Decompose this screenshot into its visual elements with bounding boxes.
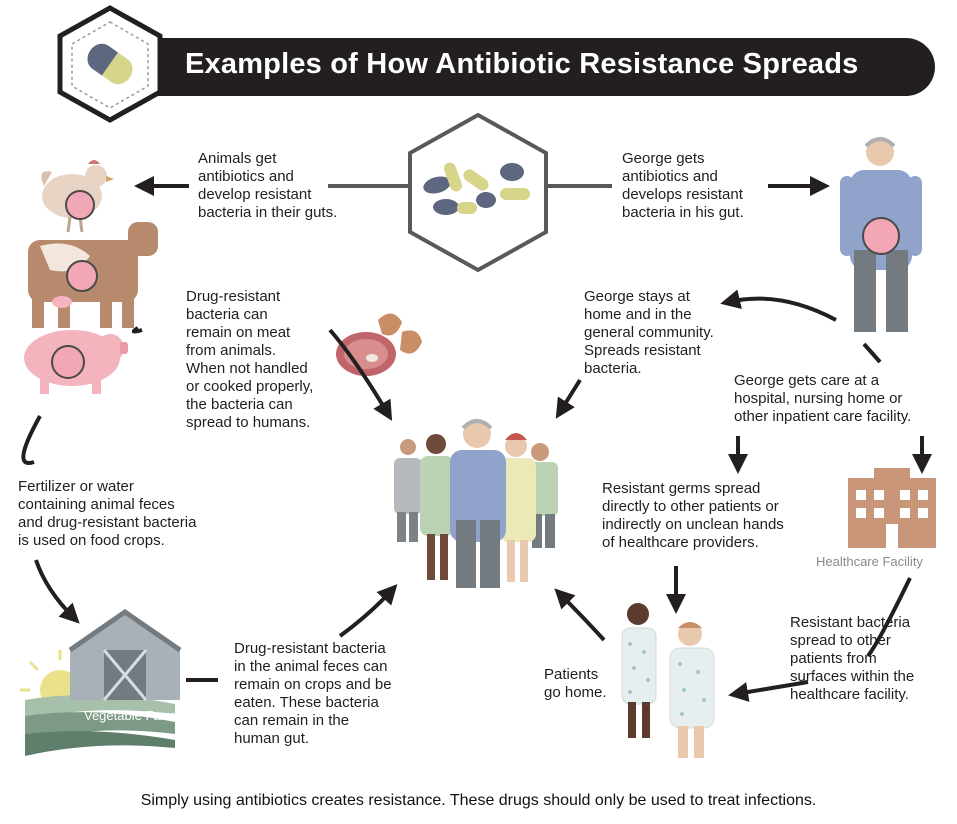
- label-vegetable-farm: Vegetable Farm: [84, 708, 176, 723]
- chicken-icon: [41, 160, 114, 233]
- george-figure: [840, 137, 922, 332]
- meat-icon: [336, 313, 422, 376]
- caption-resistant-germs-spread: Resistant germs spread directly to other…: [602, 480, 784, 551]
- pig-icon: [24, 330, 128, 394]
- vegetable-farm-icon: [20, 608, 182, 756]
- pill-hexagon-icon: [57, 5, 163, 123]
- cow-icon: [28, 222, 158, 328]
- caption-surfaces-spread: Resistant bacteria spread to other patie…: [790, 614, 915, 703]
- caption-george-gets-antibiotics: George gets antibiotics and develops res…: [622, 150, 744, 221]
- patients-figures: [621, 603, 715, 758]
- community-group: [394, 419, 558, 588]
- caption-george-gets-care: George gets care at a hospital, nursing …: [734, 372, 912, 425]
- antibiotics-hexagon-icon: [408, 112, 548, 273]
- page-title: Examples of How Antibiotic Resistance Sp…: [185, 48, 859, 80]
- caption-meat-bacteria: Drug-resistant bacteria can remain on me…: [186, 288, 314, 431]
- footer-note: Simply using antibiotics creates resista…: [140, 792, 817, 809]
- healthcare-facility-icon: [848, 468, 936, 548]
- flow-arrows: [21, 289, 932, 702]
- caption-crops-bacteria: Drug-resistant bacteria in the animal fe…: [234, 640, 392, 747]
- caption-animals-get-antibiotics: Animals get antibiotics and develop resi…: [198, 150, 338, 221]
- label-healthcare-facility: Healthcare Facility: [816, 554, 923, 569]
- caption-patients-go-home: Patients go home.: [544, 666, 607, 701]
- caption-george-stays-home: George stays at home and in the general …: [584, 288, 714, 377]
- title-banner: [120, 38, 935, 96]
- caption-fertilizer: Fertilizer or water containing animal fe…: [18, 478, 197, 549]
